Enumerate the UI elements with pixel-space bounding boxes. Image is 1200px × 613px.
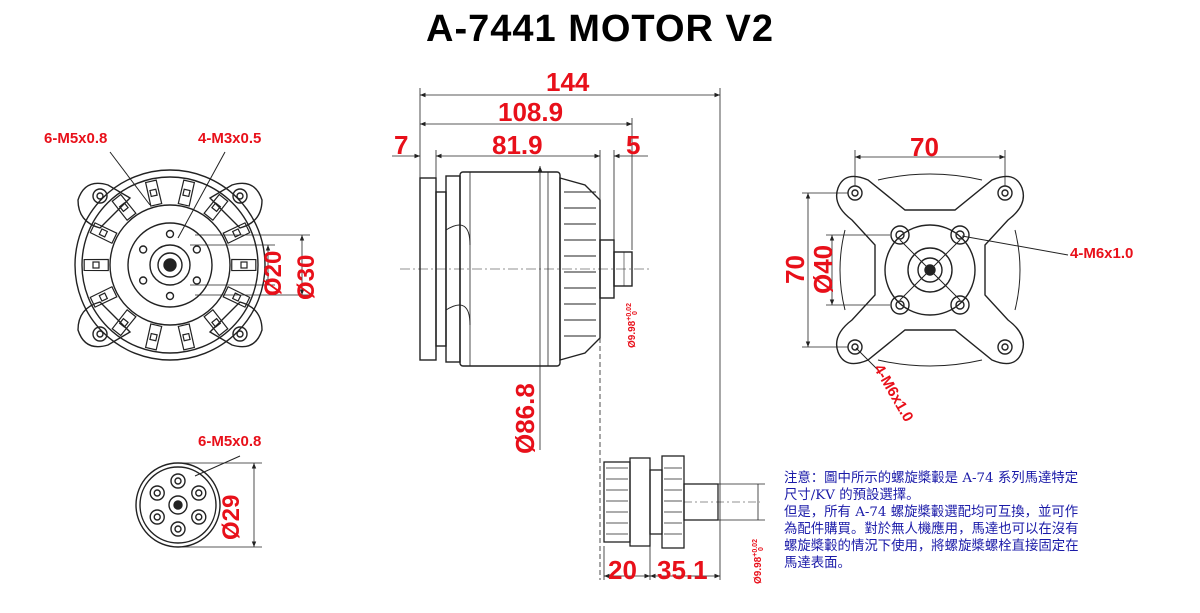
- side-view: [392, 88, 721, 580]
- note-block: 注意：圖中所示的螺旋槳轂是 A-74 系列馬達特定 尺寸/KV 的預設選擇。 但…: [784, 470, 1184, 572]
- side-dim-can-length: 81.9: [492, 130, 543, 160]
- side-dim-can-diameter: Ø86.8: [510, 383, 540, 454]
- note-line: 注意：圖中所示的螺旋槳轂是 A-74 系列馬達特定: [784, 471, 1079, 486]
- fin-slot: [231, 228, 242, 238]
- fin-slot: [231, 292, 242, 302]
- note-line: 尺寸/KV 的預設選擇。: [784, 488, 920, 503]
- adapter-hole-inner: [174, 525, 182, 533]
- fin-slot: [118, 317, 129, 328]
- cooling-fin: [111, 193, 137, 222]
- adapter-hole-inner: [195, 489, 203, 497]
- adapter-hole-inner: [174, 477, 182, 485]
- cooling-fin: [222, 222, 251, 245]
- rear-callout-right: 4-M6x1.0: [1070, 245, 1134, 262]
- fin-slot: [149, 332, 158, 342]
- adapter-hole: [149, 509, 165, 525]
- cooling-fin: [231, 258, 257, 272]
- side-shaft-diameter: Ø9.98+0.020: [622, 299, 640, 348]
- front-dim-inner-diameter: Ø20: [260, 250, 287, 296]
- mount-hole: [192, 245, 202, 254]
- cooling-fin: [177, 179, 196, 207]
- note-line: 馬達表面。: [784, 556, 851, 571]
- cooling-fin: [83, 258, 109, 272]
- cooling-fin: [203, 193, 229, 222]
- cooling-fin: [89, 222, 118, 245]
- fin-slot: [98, 292, 109, 302]
- cooling-fin: [144, 179, 163, 207]
- front-view: [74, 151, 310, 361]
- front-dim-outer-diameter: Ø30: [293, 254, 320, 300]
- adapter-dim-diameter: Ø29: [218, 494, 245, 540]
- drawing-title: A-7441 MOTOR V2: [426, 8, 774, 50]
- fin-slot: [98, 228, 109, 238]
- fin-slot: [149, 188, 158, 198]
- note-line: 螺旋槳轂的情況下使用，將螺旋槳螺栓直接固定在: [784, 539, 1079, 554]
- cooling-fin: [89, 285, 118, 308]
- adapter-hole: [191, 509, 207, 525]
- note-line: 為配件購買。對於無人機應用，馬達也可以在沒有: [784, 522, 1079, 537]
- fin-slot: [211, 202, 222, 213]
- adapter-hole: [191, 485, 207, 501]
- fin-slot: [92, 261, 100, 269]
- adapter-shaft-tolerance-lower: 0: [758, 547, 765, 552]
- adapter-hole-inner: [153, 489, 161, 497]
- adapter-dim-shaft-extension: 35.1: [657, 555, 708, 585]
- side-dim-overall-length: 144: [546, 67, 590, 97]
- adapter-face-view: [135, 455, 262, 548]
- adapter-hole: [170, 473, 186, 489]
- adapter-side-view: [603, 455, 765, 580]
- side-shaft-diameter-value: Ø9.98: [627, 320, 638, 348]
- fin-slot: [240, 261, 248, 269]
- mount-hole: [138, 245, 148, 254]
- mount-hole: [165, 229, 175, 239]
- fin-slot: [182, 332, 191, 342]
- side-dim-mount-thickness: 7: [394, 130, 409, 160]
- front-callout-4-m3: 4-M3x0.5: [198, 130, 262, 147]
- front-callout-6-m5: 6-M5x0.8: [44, 130, 108, 147]
- adapter-hole: [170, 521, 186, 537]
- cooling-fin: [177, 323, 196, 351]
- fin-slot: [118, 202, 129, 213]
- rear-dim-width: 70: [910, 132, 939, 162]
- adapter-hole-inner: [195, 513, 203, 521]
- rear-dim-bolt-circle: Ø40: [808, 244, 838, 294]
- mount-hole: [138, 276, 148, 285]
- rear-view: [802, 150, 1069, 373]
- mount-hole: [192, 276, 202, 285]
- cooling-fin: [111, 308, 137, 337]
- note-line: 但是，所有 A-74 螺旋槳轂選配均可互換，並可作: [784, 505, 1079, 520]
- cooling-fin: [222, 285, 251, 308]
- cooling-fin: [144, 323, 163, 351]
- fin-slot: [211, 317, 222, 328]
- adapter-callout-6-m5: 6-M5x0.8: [198, 433, 262, 450]
- side-dim-body-with-mount: 108.9: [498, 97, 564, 127]
- rear-dim-height: 70: [780, 255, 810, 284]
- side-dim-shaft-step: 5: [626, 130, 641, 160]
- cooling-fin: [203, 308, 229, 337]
- adapter-dim-length: 20: [608, 555, 637, 585]
- adapter-shaft-diameter: Ø9.98+0.020: [748, 535, 766, 584]
- adapter-hole: [149, 485, 165, 501]
- adapter-hole-inner: [153, 513, 161, 521]
- front-mount-lobes: [77, 182, 263, 348]
- adapter-shaft-diameter-value: Ø9.98: [753, 556, 764, 584]
- side-shaft-tolerance-lower: 0: [632, 311, 639, 316]
- fin-slot: [182, 188, 191, 198]
- mount-hole: [165, 291, 175, 301]
